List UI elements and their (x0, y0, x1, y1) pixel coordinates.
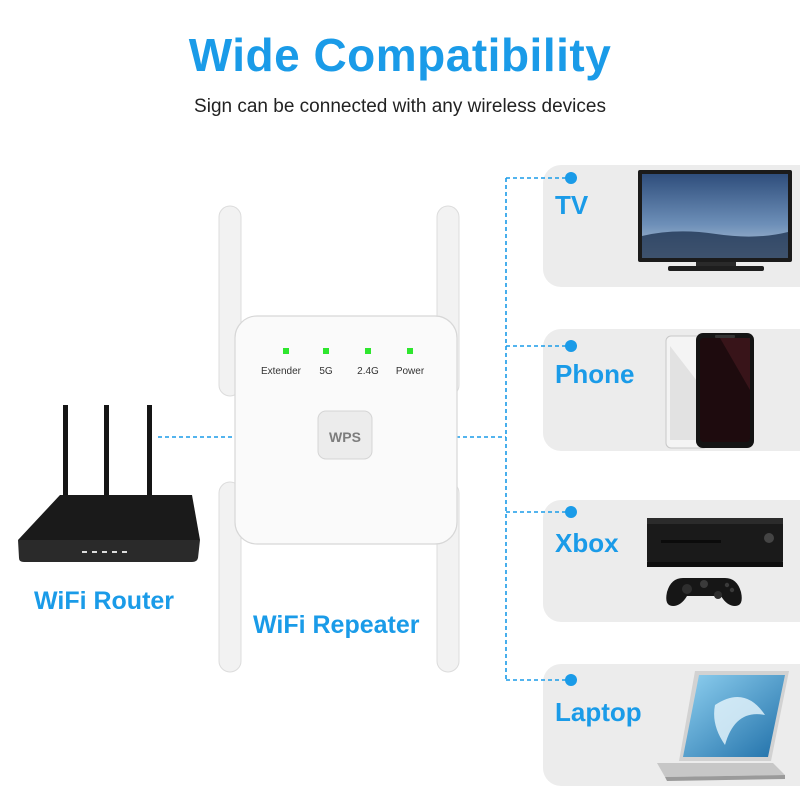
page-title: Wide Compatibility (188, 29, 612, 81)
connector-dot-laptop (565, 674, 577, 686)
repeater-label: WiFi Repeater (253, 611, 420, 639)
indicator-label-power: Power (395, 366, 425, 377)
device-label-phone: Phone (555, 359, 635, 389)
connector-dot-tv (565, 172, 577, 184)
connector-dot-phone (565, 340, 577, 352)
router-icon (18, 405, 200, 562)
device-label-laptop: Laptop (555, 697, 642, 727)
phone-icon (665, 333, 754, 449)
tv-icon (638, 170, 792, 271)
indicator-label-2-4g: 2.4G (357, 366, 379, 377)
indicator-label-5g: 5G (319, 366, 333, 377)
repeater-icon (218, 205, 460, 673)
connector-dot-xbox (565, 506, 577, 518)
device-label-tv: TV (555, 190, 589, 220)
router-label: WiFi Router (34, 587, 175, 615)
laptop-icon (657, 671, 789, 781)
wps-button-label: WPS (329, 429, 361, 445)
page-subtitle: Sign can be connected with any wireless … (194, 96, 606, 117)
indicator-label-extender: Extender (260, 366, 302, 377)
device-label-xbox: Xbox (555, 528, 619, 558)
xbox-console-icon (647, 518, 783, 606)
